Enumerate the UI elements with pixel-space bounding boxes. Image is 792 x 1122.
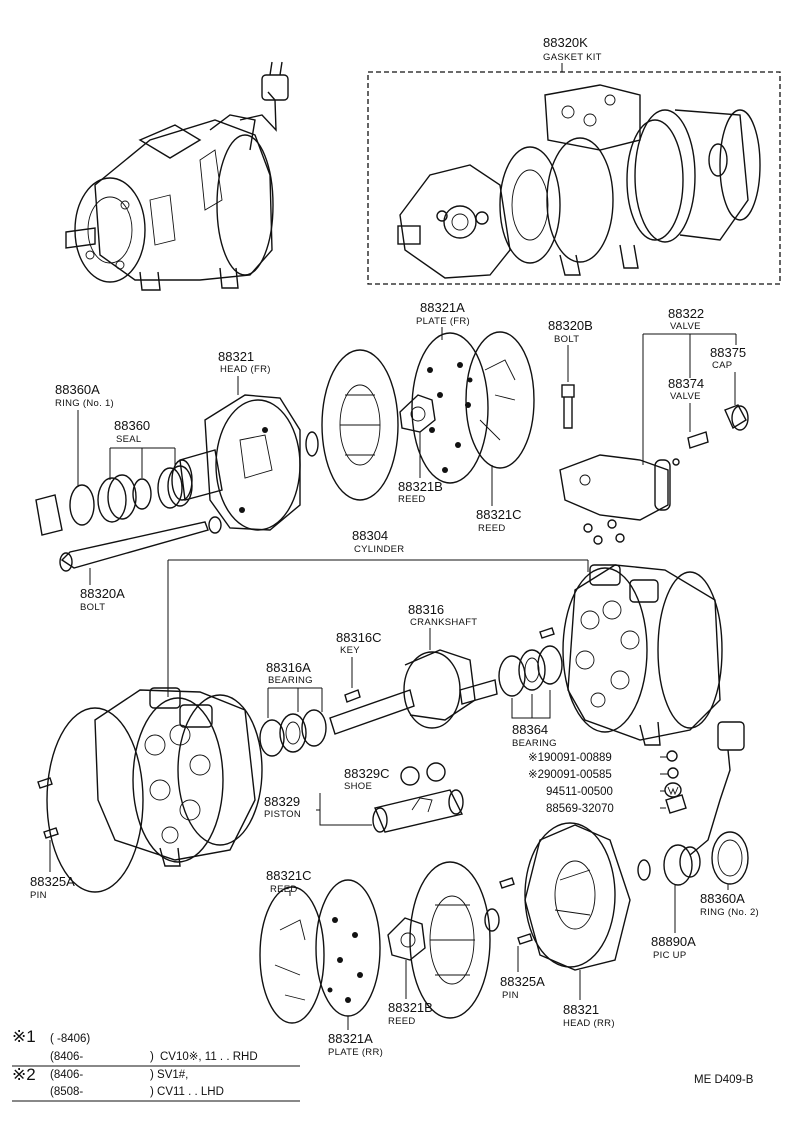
part-88320B-name: BOLT	[554, 334, 579, 345]
part-88325A-1-name: PIN	[30, 890, 47, 901]
part-88321A-rr-name: PLATE (RR)	[328, 1047, 383, 1058]
part-88321A-fr-name: PLATE (FR)	[416, 316, 470, 327]
cylinder-front-half-drawing	[46, 687, 263, 893]
valve-assembly-drawing	[559, 404, 749, 545]
part-88321-fr-name: HEAD (FR)	[220, 364, 271, 375]
plate-fr-drawing	[411, 332, 489, 484]
part-88360A-1-number: 88360A	[55, 382, 100, 397]
part-88321B-2-number: 88321B	[388, 1000, 433, 1015]
part-88325A-2-name: PIN	[502, 990, 519, 1001]
footnote-1-line-a: ( -8406)	[50, 1033, 90, 1045]
cylinder-rear-half-drawing	[562, 564, 723, 746]
footnote-1-line-b: CV10※, 11 . . RHD	[160, 1051, 258, 1063]
rear-bearing-drawing	[498, 645, 563, 697]
part-88375-name: CAP	[712, 360, 732, 371]
part-88321-fr-number: 88321	[218, 349, 254, 364]
reed-fr-drawing	[399, 331, 535, 469]
footnote-1-line-d: )	[150, 1051, 154, 1063]
part-88320A-number: 88320A	[80, 586, 125, 601]
part-88316A-name: BEARING	[268, 675, 313, 686]
gasket-kit-box	[367, 71, 781, 285]
part-88304-number: 88304	[352, 528, 388, 543]
part-88325A-2-number: 88325A	[500, 974, 545, 989]
part-88316C-number: 88316C	[336, 630, 382, 645]
head-rr-drawing	[484, 822, 631, 971]
long-bolt-drawing	[59, 516, 222, 572]
part-88325A-1-number: 88325A	[30, 874, 75, 889]
part-88329C-name: SHOE	[344, 781, 372, 792]
crankshaft-drawing	[329, 649, 498, 735]
part-88321C-2-number: 88321C	[266, 868, 312, 883]
hardware-item-2: ※290091-00585	[528, 769, 612, 781]
gasket-kit-number: 88320K	[543, 35, 588, 50]
part-88316A-number: 88316A	[266, 660, 311, 675]
part-88321-rr-name: HEAD (RR)	[563, 1018, 615, 1029]
part-88316-number: 88316	[408, 602, 444, 617]
part-88890A-number: 88890A	[651, 934, 696, 949]
front-plate-drawing	[305, 349, 399, 501]
part-88374-name: VALVE	[670, 391, 701, 402]
seal-drawing	[35, 465, 193, 536]
footnote-2-line-b: ) SV1#,	[150, 1069, 188, 1081]
part-88360A-2-name: RING (No. 2)	[700, 907, 759, 918]
part-88321A-fr-number: 88321A	[420, 300, 465, 315]
head-fr-drawing	[171, 394, 301, 531]
part-88321B-1-name: REED	[398, 494, 426, 505]
part-88329-name: PISTON	[264, 809, 301, 820]
part-88321C-1-number: 88321C	[476, 507, 522, 522]
part-88321A-rr-number: 88321A	[328, 1031, 373, 1046]
footnote-1-line-c: (8406-	[50, 1051, 83, 1063]
part-88316C-name: KEY	[340, 645, 360, 656]
part-88321C-1-name: REED	[478, 523, 506, 534]
footnote-2-line-d: ) CV11 . . LHD	[150, 1086, 224, 1098]
part-88360-name: SEAL	[116, 434, 142, 445]
gasket-kit-name: GASKET KIT	[543, 52, 602, 63]
part-88364-number: 88364	[512, 722, 548, 737]
part-88360A-1-name: RING (No. 1)	[55, 398, 114, 409]
part-88316-name: CRANKSHAFT	[410, 617, 477, 628]
part-88320B-number: 88320B	[548, 318, 593, 333]
hardware-drawing	[660, 750, 687, 814]
footnote-2-line-a: (8406-	[50, 1069, 83, 1081]
part-88360A-2-number: 88360A	[700, 891, 745, 906]
rear-plates-drawing	[259, 861, 491, 1024]
footnotes: ※1 ( -8406) (8406- ) CV10※, 11 . . RHD ※…	[12, 1027, 300, 1102]
part-88329C-number: 88329C	[344, 766, 390, 781]
small-bolt-drawing	[561, 384, 575, 429]
compressor-assembly-drawing	[65, 61, 289, 291]
part-88322-name: VALVE	[670, 321, 701, 332]
diagram-code: ME D409-B	[694, 1074, 754, 1086]
part-88320A-name: BOLT	[80, 602, 105, 613]
part-88890A-name: PIC UP	[653, 950, 686, 961]
part-88374-number: 88374	[668, 376, 704, 391]
part-88321B-1-number: 88321B	[398, 479, 443, 494]
part-88364-name: BEARING	[512, 738, 557, 749]
part-88304-name: CYLINDER	[354, 544, 404, 555]
gasket-kit-drawing	[397, 84, 761, 279]
part-88329-number: 88329	[264, 794, 300, 809]
piston-shoe-drawing	[372, 762, 464, 833]
front-bearing-drawing	[259, 709, 327, 757]
part-88360-number: 88360	[114, 418, 150, 433]
pins-drawing	[37, 627, 555, 945]
part-88321B-2-name: REED	[388, 1016, 416, 1027]
hardware-item-1: ※190091-00889	[528, 752, 612, 764]
footnote-mark-1: ※1	[12, 1027, 36, 1046]
part-88322-number: 88322	[668, 306, 704, 321]
key-drawing	[344, 689, 361, 703]
part-88321C-2-name: REED	[270, 884, 298, 895]
footnote-2-line-c: (8508-	[50, 1086, 83, 1098]
pickup-sensor-drawing	[637, 721, 749, 886]
footnote-mark-2: ※2	[12, 1065, 36, 1084]
hardware-item-4: 88569-32070	[546, 803, 614, 815]
hardware-item-3: 94511-00500	[546, 786, 613, 798]
part-88375-number: 88375	[710, 345, 746, 360]
part-88321-rr-number: 88321	[563, 1002, 599, 1017]
